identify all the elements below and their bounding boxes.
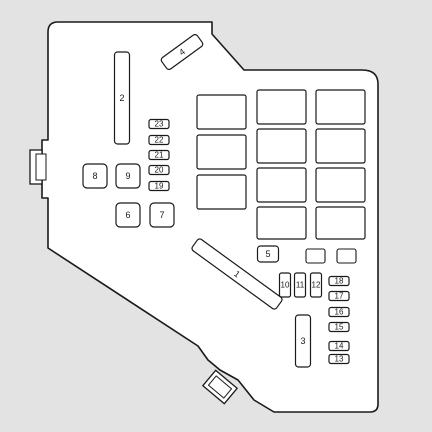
- fuse-label: 21: [155, 151, 164, 160]
- fuse-slot: [328, 321, 350, 333]
- fuse-slot: [148, 164, 170, 176]
- fuse-slot: [328, 306, 350, 318]
- fuse-label: 20: [155, 166, 164, 175]
- fuse-4: 4: [160, 33, 204, 71]
- fuse-23: 23: [148, 118, 170, 130]
- fuse-slot: [148, 180, 170, 192]
- fuse-label: 19: [155, 182, 164, 191]
- fuse-label: 17: [335, 292, 344, 301]
- fuse-18: 18: [328, 275, 350, 287]
- fuse-label: 5: [265, 249, 270, 259]
- fuse-slot: [149, 202, 175, 228]
- fuse-9: 9: [115, 163, 141, 189]
- fuse-slot: [115, 163, 141, 189]
- fuse-slot: [278, 272, 292, 298]
- fuse-slot: [309, 272, 323, 298]
- fuse-label: 15: [335, 323, 344, 332]
- fuse-label: 16: [335, 308, 344, 317]
- small-slot: [336, 248, 357, 264]
- fuse-21: 21: [148, 149, 170, 161]
- fuse-17: 17: [328, 290, 350, 302]
- fuse-15: 15: [328, 321, 350, 333]
- relay-slot: [315, 128, 366, 164]
- fuse-label: 1: [232, 268, 242, 279]
- fuse-7: 7: [149, 202, 175, 228]
- fuse-14: 14: [328, 340, 350, 352]
- fuse-label: 22: [155, 136, 164, 145]
- fuse-slot: [256, 245, 280, 263]
- relay-slot: [196, 174, 247, 210]
- fuse-slot: [82, 163, 108, 189]
- small-slot: [305, 248, 326, 264]
- fuse-11: 11: [293, 272, 307, 298]
- fuse-slot: [328, 290, 350, 302]
- fuse-label: 10: [281, 281, 290, 290]
- fuse-label: 18: [335, 277, 344, 286]
- fuse-slot: [113, 51, 131, 145]
- fuse-slot: [148, 149, 170, 161]
- fuse-10: 10: [278, 272, 292, 298]
- fuse-13: 13: [328, 353, 350, 365]
- fuse-22: 22: [148, 134, 170, 146]
- fuse-slot: [328, 340, 350, 352]
- relay-slot: [256, 89, 307, 125]
- fuse-12: 12: [309, 272, 323, 298]
- relay-slot: [315, 206, 366, 240]
- fuse-19: 19: [148, 180, 170, 192]
- relay-grid: [196, 89, 366, 264]
- relay-slot: [196, 94, 247, 130]
- fuse-slot: [148, 118, 170, 130]
- fuse-6: 6: [115, 202, 141, 228]
- fuse-2: 2: [113, 51, 131, 145]
- fuse-label: 14: [335, 342, 344, 351]
- fuse-slot: [328, 275, 350, 287]
- fuse-1: 1: [191, 238, 283, 310]
- fuse-label: 12: [312, 281, 321, 290]
- relay-slot: [256, 167, 307, 203]
- fuse-label: 13: [335, 355, 344, 364]
- fuse-label: 11: [296, 281, 305, 290]
- fuse-slot: [191, 238, 283, 310]
- fuse-5: 5: [256, 245, 280, 263]
- fuse-slot: [294, 314, 312, 368]
- fuse-label: 23: [155, 120, 164, 129]
- fuse-slot: [115, 202, 141, 228]
- fuse-label: 8: [92, 171, 97, 181]
- relay-slot: [256, 128, 307, 164]
- fuse-label: 2: [119, 93, 124, 103]
- relay-slot: [196, 134, 247, 170]
- relay-slot: [315, 89, 366, 125]
- fuse-slot: [293, 272, 307, 298]
- fuse-3: 3: [294, 314, 312, 368]
- fuse-label: 9: [125, 171, 130, 181]
- fuse-label: 4: [177, 46, 187, 57]
- fuse-label: 6: [125, 210, 130, 220]
- fuse-16: 16: [328, 306, 350, 318]
- left-bracket: [29, 149, 47, 185]
- bottom-connector: [201, 369, 239, 405]
- relay-slot: [315, 167, 366, 203]
- fuse-slot: [160, 33, 204, 71]
- fuse-20: 20: [148, 164, 170, 176]
- fuse-label: 3: [300, 336, 305, 346]
- relay-slot: [256, 206, 307, 240]
- fuse-slot: [148, 134, 170, 146]
- fuse-label: 7: [159, 210, 164, 220]
- fuse-8: 8: [82, 163, 108, 189]
- fuse-slot: [328, 353, 350, 365]
